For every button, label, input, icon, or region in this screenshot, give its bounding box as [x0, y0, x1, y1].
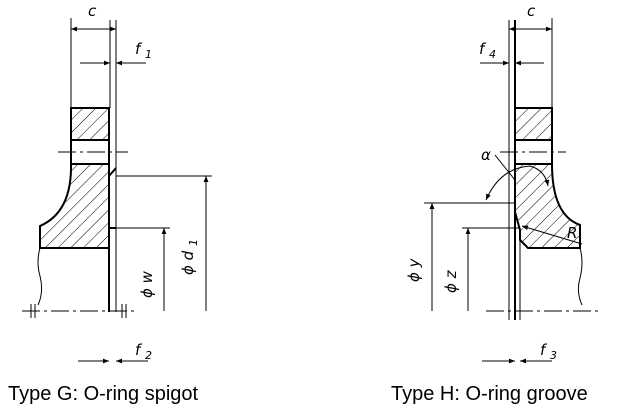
label-f3-sub: 3 [550, 349, 557, 362]
label-z: ϕ z [442, 269, 460, 293]
label-c-h: c [527, 2, 536, 20]
flange-ring-h [514, 107, 553, 141]
label-f2: f [135, 341, 143, 359]
label-f1-sub: 1 [145, 48, 152, 61]
label-w: ϕ w [138, 270, 156, 298]
hub-section-g [39, 163, 110, 249]
label-d1: ϕ d [179, 250, 197, 275]
flange-ring-g [70, 107, 110, 141]
type-g-view: c f 1 f 2 ϕ w ϕ d 1 Type G: O-ring spigo… [8, 2, 212, 405]
label-f3: f [540, 341, 548, 359]
caption-type-g: Type G: O-ring spigot [8, 383, 199, 405]
caption-type-h: Type H: O-ring groove [391, 383, 588, 405]
label-R: R [567, 224, 577, 242]
label-c-g: c [88, 2, 97, 20]
label-alpha: α [481, 146, 491, 164]
label-f4-sub: 4 [489, 48, 496, 61]
label-f2-sub: 2 [145, 349, 152, 362]
label-f1: f [135, 40, 143, 58]
label-y: ϕ y [405, 257, 423, 282]
label-f4: f [479, 40, 487, 58]
label-d1-sub: 1 [187, 239, 200, 246]
type-h-view: c f 4 f 3 α R ϕ y ϕ z Type H: O-ring gro… [391, 2, 600, 405]
